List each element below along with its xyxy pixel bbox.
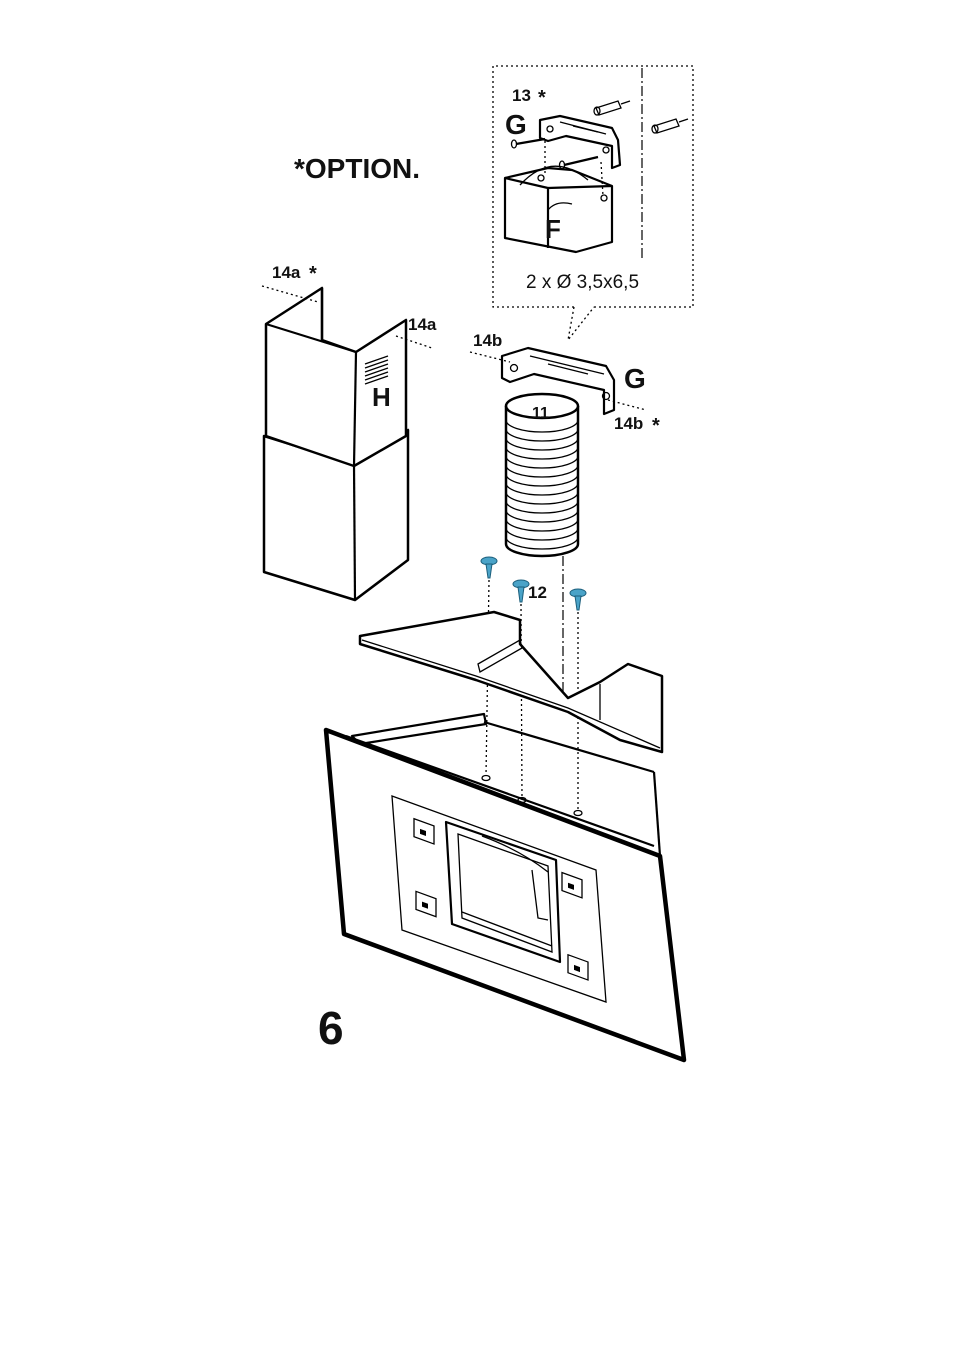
label-14a-star: 14a [272, 263, 301, 282]
label-11: 11 [532, 405, 549, 422]
duct-ring [505, 536, 579, 550]
bracket-g-inset [538, 114, 622, 170]
option-label: *OPTION. [294, 153, 420, 184]
label-14a: 14a [408, 315, 437, 334]
asterisk-14a: * [309, 263, 317, 285]
duct-ring [505, 491, 579, 505]
label-14b-star: 14b [614, 414, 643, 433]
label-g-bracket: G [624, 363, 646, 394]
asterisk-14b: * [652, 415, 660, 437]
asterisk-13: * [538, 87, 546, 109]
duct-ring [505, 464, 579, 478]
screw-icon [480, 556, 498, 579]
duct-ring [505, 473, 579, 487]
duct-ring [505, 428, 579, 442]
screw-icon [512, 579, 530, 603]
screw-icon [510, 137, 546, 149]
label-12: 12 [528, 583, 547, 602]
duct-ring [505, 509, 579, 523]
hood-body [323, 712, 687, 1063]
chimney-h [261, 285, 433, 602]
duct-ring [505, 419, 579, 433]
step-number: 6 [318, 1002, 344, 1054]
button-icon [415, 890, 437, 918]
duct-ring [505, 527, 579, 541]
duct-ring [505, 500, 579, 514]
wall-plug-icon [651, 118, 689, 134]
label-13: 13 [512, 86, 531, 105]
label-h: H [372, 382, 391, 412]
label-g-inset: G [505, 109, 527, 140]
vent-grille [364, 355, 389, 385]
filter-box-f [503, 165, 614, 254]
duct-ring [505, 482, 579, 496]
duct-ring [505, 455, 579, 469]
button-icon [567, 953, 589, 981]
bracket-g [469, 346, 647, 416]
label-f: F [545, 214, 561, 244]
screw-icon [569, 588, 587, 611]
wall-plug-icon [593, 100, 631, 116]
flexible-duct [504, 392, 580, 700]
button-icon [413, 817, 435, 845]
option-inset [492, 65, 694, 341]
duct-ring [505, 446, 579, 460]
dimension-label: 2 x Ø 3,5x6,5 [526, 272, 639, 293]
duct-ring [505, 518, 579, 532]
button-icon [561, 871, 583, 899]
label-14b: 14b [473, 331, 502, 350]
duct-ring [505, 437, 579, 451]
mounting-plate [358, 610, 664, 754]
